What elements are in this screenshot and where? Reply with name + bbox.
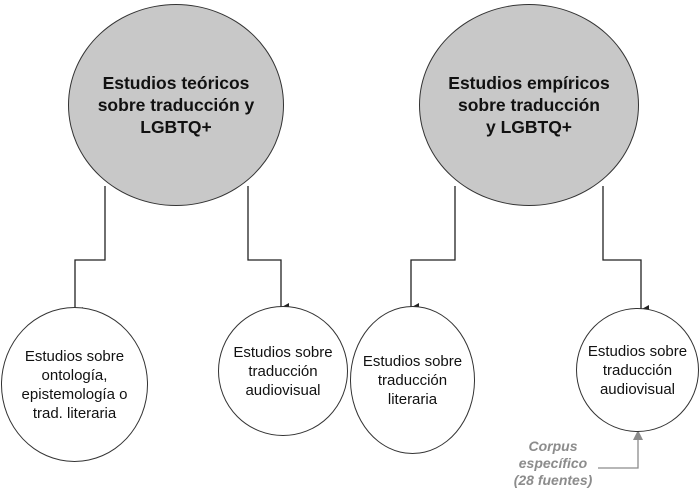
node-literary-translation-label: Estudios sobre traducción literaria — [362, 352, 463, 408]
node-ontology-epistemology-label: Estudios sobre ontología, epistemología … — [21, 347, 128, 422]
annotation-arrowhead — [633, 430, 643, 440]
connector-theoretical-to-ontology — [74, 186, 106, 317]
connector-theoretical-to-audiovisual — [247, 186, 289, 313]
corpus-annotation: Corpus específico (28 fuentes) — [513, 438, 593, 488]
node-empirical-studies: Estudios empíricos sobre traducción y LG… — [419, 4, 639, 206]
node-theoretical-audiovisual: Estudios sobre traducción audiovisual — [218, 306, 348, 436]
node-empirical-audiovisual: Estudios sobre traducción audiovisual — [576, 308, 699, 432]
node-theoretical-studies: Estudios teóricos sobre traducción y LGB… — [68, 4, 284, 206]
annotation-arrow — [598, 433, 639, 469]
node-empirical-studies-label: Estudios empíricos sobre traducción y LG… — [448, 73, 610, 137]
node-theoretical-studies-label: Estudios teóricos sobre traducción y LGB… — [97, 73, 255, 137]
connector-empirical-to-audiovisual — [602, 186, 649, 315]
connector-empirical-to-literary — [410, 186, 456, 313]
node-literary-translation: Estudios sobre traducción literaria — [350, 306, 475, 454]
node-theoretical-audiovisual-label: Estudios sobre traducción audiovisual — [233, 343, 333, 399]
node-empirical-audiovisual-label: Estudios sobre traducción audiovisual — [587, 342, 688, 398]
node-ontology-epistemology: Estudios sobre ontología, epistemología … — [1, 307, 148, 462]
